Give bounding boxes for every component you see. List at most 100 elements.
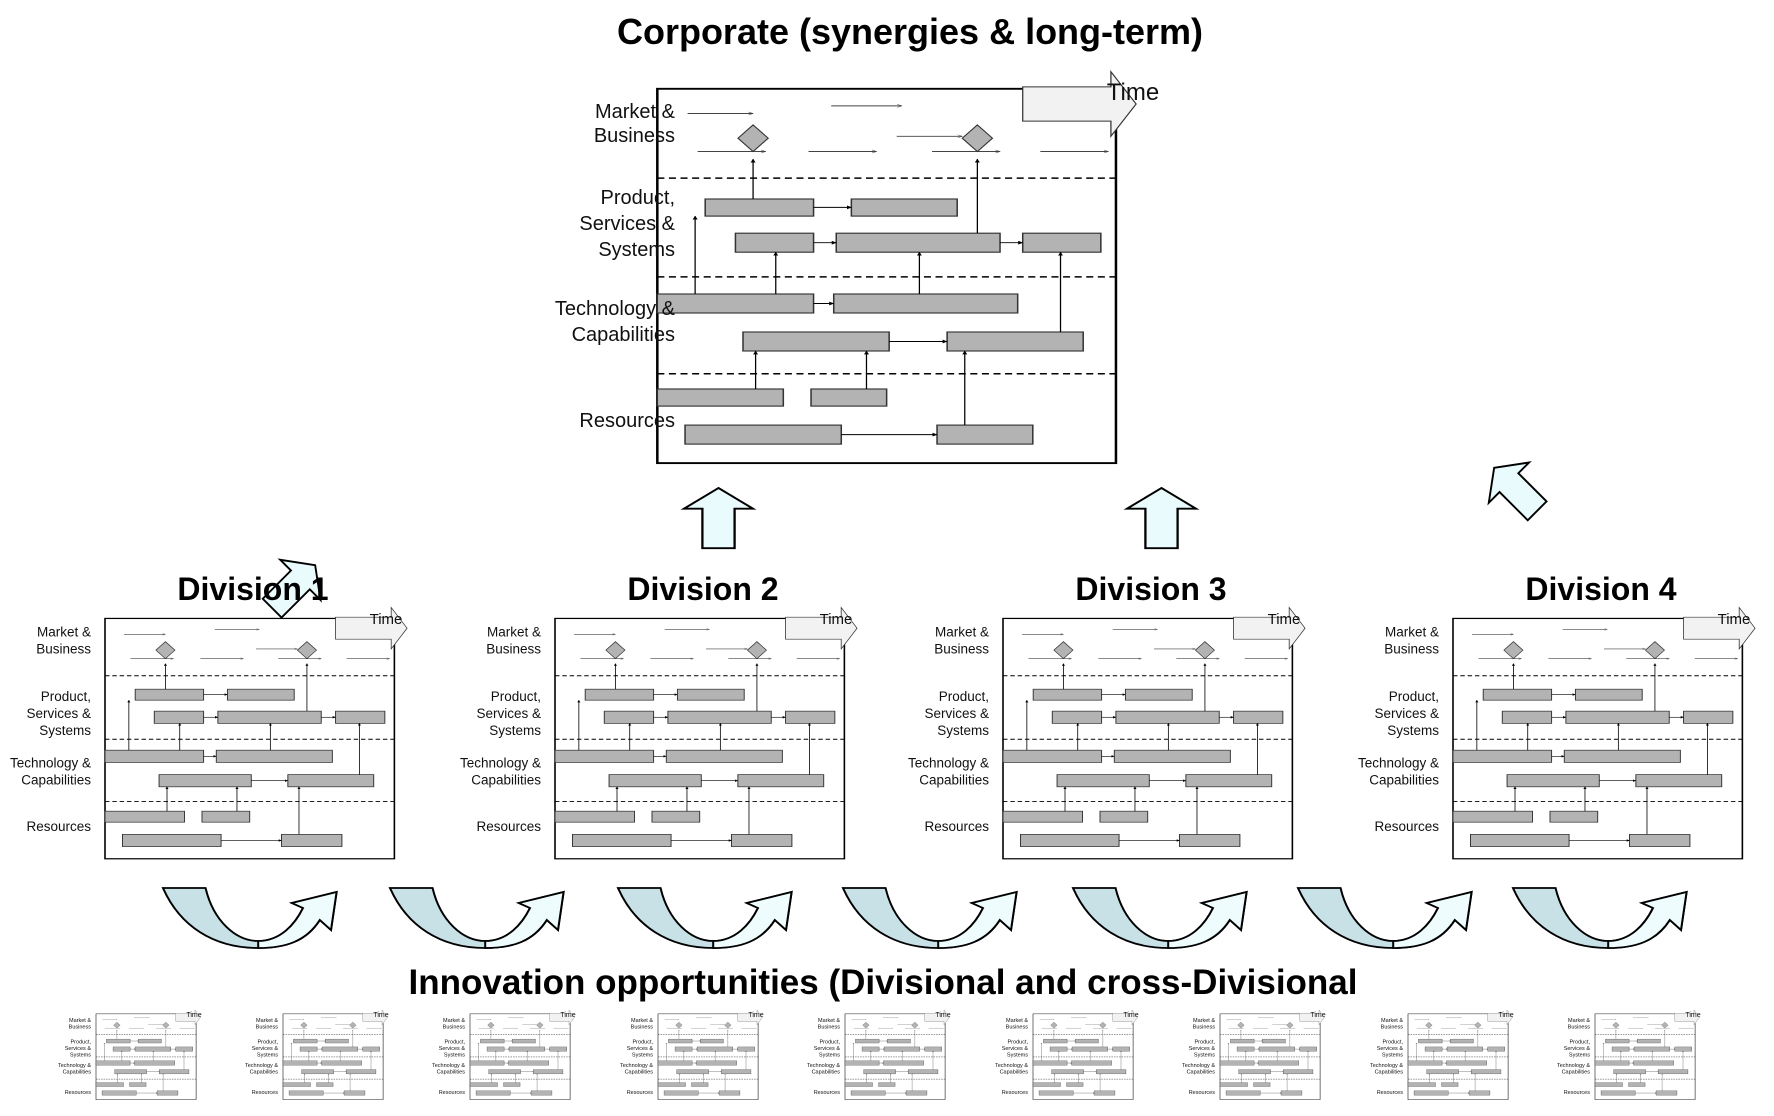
corporate-roadmap: Time Market &Business Product,Services &… — [555, 72, 1159, 463]
division-time-label: Time — [820, 611, 853, 628]
division-layer-resources: Resources — [476, 819, 541, 834]
division-layer-product: Product,Services &Systems — [26, 689, 91, 738]
corporate-time-label: Time — [1107, 79, 1159, 106]
mini-layer-label: Resources — [252, 1090, 279, 1096]
mini-layer-label: Technology &Capabilities — [432, 1063, 465, 1076]
mini-layer-label: Product,Services &Systems — [627, 1040, 654, 1059]
mini-layer-label: Resources — [627, 1090, 654, 1096]
division-layer-resources: Resources — [1374, 819, 1439, 834]
division-layer-resources: Resources — [26, 819, 91, 834]
division-title: Division 2 — [627, 571, 778, 607]
division-time-label: Time — [1268, 611, 1301, 628]
corporate-layer-market: Market &Business — [594, 101, 676, 147]
division-layer-resources: Resources — [924, 819, 989, 834]
mini-layer-label: Resources — [1189, 1090, 1216, 1096]
mini-time-label: Time — [935, 1012, 950, 1019]
mini-time-label: Time — [186, 1012, 201, 1019]
mini-layer-label: Resources — [65, 1090, 92, 1096]
mini-layer-label: Resources — [1002, 1090, 1029, 1096]
mini-layer-label: Product,Services &Systems — [252, 1040, 279, 1059]
division-roadmap-chart — [1453, 607, 1755, 858]
mini-time-label: Time — [1498, 1012, 1513, 1019]
mini-layer-label: Technology &Capabilities — [1182, 1063, 1215, 1076]
mini-layer-label: Technology &Capabilities — [58, 1063, 91, 1076]
division-roadmap-chart — [1003, 607, 1305, 858]
mini-layer-label: Product,Services &Systems — [439, 1040, 466, 1059]
division-layer-market: Market &Business — [36, 625, 91, 657]
mini-layer-label: Market &Business — [1381, 1018, 1404, 1031]
mini-layer-label: Technology &Capabilities — [620, 1063, 653, 1076]
division-layer-technology: Technology &Capabilities — [10, 756, 91, 788]
mini-layer-label: Product,Services &Systems — [1002, 1040, 1029, 1059]
mini-layer-label: Technology &Capabilities — [807, 1063, 840, 1076]
innovation-title: Innovation opportunities (Divisional and… — [409, 963, 1358, 1002]
mini-time-label: Time — [1123, 1012, 1138, 1019]
curved-arrow-icon — [388, 886, 565, 950]
division-roadmap-chart — [555, 607, 857, 858]
corporate-layer-technology: Technology &Capabilities — [555, 298, 676, 346]
mini-layer-label: Product,Services &Systems — [1564, 1040, 1591, 1059]
division-title: Division 1 — [177, 571, 328, 607]
block-arrow-up-icon — [682, 486, 755, 550]
corporate-layer-labels: Market &Business Product,Services &Syste… — [555, 101, 676, 432]
division-time-label: Time — [1718, 611, 1751, 628]
division-layer-market: Market &Business — [486, 625, 541, 657]
block-arrow-diagonal-icon — [1473, 446, 1559, 532]
division-layer-technology: Technology &Capabilities — [1358, 756, 1439, 788]
division-layer-product: Product,Services &Systems — [924, 689, 989, 738]
corporate-layer-resources: Resources — [579, 410, 675, 432]
corporate-layer-product: Product,Services &Systems — [579, 187, 675, 261]
corporate-title: Corporate (synergies & long-term) — [617, 11, 1203, 52]
mini-layer-label: Market &Business — [631, 1018, 654, 1031]
mini-layer-label: Technology &Capabilities — [245, 1063, 278, 1076]
division-layer-technology: Technology &Capabilities — [460, 756, 541, 788]
corporate-roadmap-chart — [657, 72, 1136, 463]
block-arrow-up-icon — [1125, 486, 1198, 550]
mini-layer-label: Market &Business — [818, 1018, 841, 1031]
division-roadmap-chart — [105, 607, 407, 858]
mini-layer-label: Market &Business — [1568, 1018, 1591, 1031]
curved-arrow-icon — [841, 886, 1018, 950]
curved-arrow-icon — [161, 886, 338, 950]
curved-arrow-icon — [1296, 886, 1473, 950]
mini-time-label: Time — [1310, 1012, 1325, 1019]
mini-layer-label: Resources — [1564, 1090, 1591, 1096]
division-title: Division 3 — [1075, 571, 1226, 607]
mini-layer-label: Resources — [439, 1090, 466, 1096]
mini-layer-label: Product,Services &Systems — [65, 1040, 92, 1059]
division-title: Division 4 — [1525, 571, 1676, 607]
mini-layer-label: Market &Business — [1193, 1018, 1216, 1031]
mini-layer-label: Resources — [1377, 1090, 1404, 1096]
mini-layer-label: Product,Services &Systems — [814, 1040, 841, 1059]
division-layer-technology: Technology &Capabilities — [908, 756, 989, 788]
mini-layer-label: Market &Business — [69, 1018, 92, 1031]
mini-layer-label: Market &Business — [256, 1018, 279, 1031]
mini-time-label: Time — [748, 1012, 763, 1019]
division-layer-product: Product,Services &Systems — [476, 689, 541, 738]
division-layer-market: Market &Business — [1384, 625, 1439, 657]
curved-arrow-icon — [1511, 886, 1688, 950]
division-layer-product: Product,Services &Systems — [1374, 689, 1439, 738]
mini-layer-label: Product,Services &Systems — [1189, 1040, 1216, 1059]
mini-layer-label: Market &Business — [443, 1018, 466, 1031]
curved-arrows-row — [161, 886, 1688, 950]
mini-layer-label: Technology &Capabilities — [1557, 1063, 1590, 1076]
mini-layer-label: Product,Services &Systems — [1377, 1040, 1404, 1059]
mini-layer-label: Resources — [814, 1090, 841, 1096]
mini-time-label: Time — [373, 1012, 388, 1019]
division-time-label: Time — [370, 611, 403, 628]
mini-layer-label: Technology &Capabilities — [1370, 1063, 1403, 1076]
